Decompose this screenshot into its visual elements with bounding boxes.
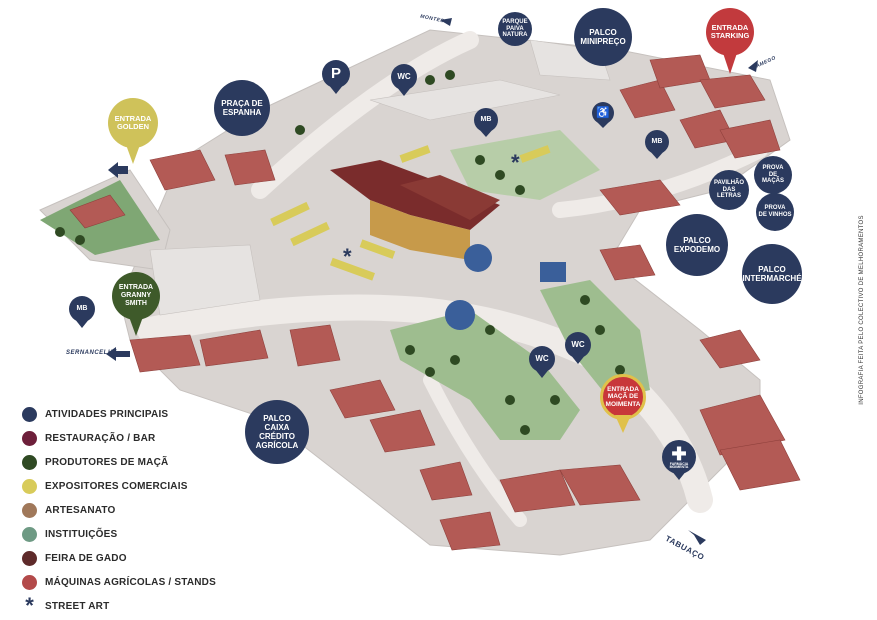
central-building-wall [370,200,470,260]
legend-label: EXPOSITORES COMERCIAIS [45,480,188,492]
prova-macas-label[interactable]: PROVA DE MAÇÃS [754,156,792,194]
north-road [251,31,479,199]
legend-label: PRODUTORES DE MAÇÃ [45,456,169,468]
accessibility-icon: ♿ [592,102,614,124]
legend-label: RESTAURAÇÃO / BAR [45,432,156,444]
legend-swatch [22,526,37,542]
pavilhao-letras-label[interactable]: PAVILHÃO DAS LETRAS [709,170,749,210]
entrada-starking-label: ENTRADA STARKING [706,8,754,56]
wc-label: WC [565,332,591,358]
farmacia-head: ✚ FARMÁCIA MOIMENTA [662,440,696,474]
parque-paiva-natura-label[interactable]: PARQUE PAIVA NATURA [498,12,532,46]
south-road [423,373,527,527]
entrada-moimenta-label: ENTRADA MAÇÃ DE MOIMENTA [600,374,646,420]
legend-swatch [22,430,37,446]
legend-label: ATIVIDADES PRINCIPAIS [45,408,169,420]
palco-intermarche-label[interactable]: PALCO INTERMARCHÉ [742,244,802,304]
legend-swatch [22,574,37,590]
pin-tail [534,368,550,378]
pin-tail [595,120,611,128]
pin-tail [74,318,90,328]
entrada-granny-label: ENTRADA GRANNY SMITH [112,272,160,320]
garden-north [450,130,600,200]
pin-tail [649,150,665,159]
pin-tail [396,86,412,96]
palco-minipreco-label[interactable]: PALCO MINIPREÇO [574,8,632,66]
trees [55,70,625,435]
legend-label: FEIRA DE GADO [45,552,127,564]
legend-item-feira-gado: FEIRA DE GADO [22,550,127,566]
legend-item-produtores: PRODUTORES DE MAÇÃ [22,454,168,470]
garden-south [390,310,580,440]
legend-label: ARTESANATO [45,504,116,516]
yellow-stalls [270,145,551,281]
svg-text:*: * [343,244,352,269]
legend-swatch [22,502,37,518]
asterisk-icon: * [25,593,34,618]
pin-tail [722,50,738,74]
legend-label: MÁQUINAS AGRÍCOLAS / STANDS [45,576,216,588]
legend-item-maquinas: MÁQUINAS AGRÍCOLAS / STANDS [22,574,216,590]
pin-tail [570,354,586,364]
wc-label: WC [529,346,555,372]
credit-text: INFOGRAFIA FEITA PELO COLECTIVO DE MELHO… [859,215,865,405]
parking-label: P [322,60,350,88]
road-label-sernancelhe: SERNANCELHE [66,350,118,356]
legend-item-restauracao: RESTAURAÇÃO / BAR [22,430,155,446]
prova-vinhos-label[interactable]: PROVA DE VINHOS [756,193,794,231]
legend-item-street-art: * STREET ART [22,593,110,618]
mb-label: MB [69,296,95,322]
road-arrows [106,18,758,545]
legend-swatch [22,550,37,566]
dome-expodemo [464,244,492,272]
main-road [137,294,713,513]
farmacia-label: FARMÁCIA MOIMENTA [669,461,689,469]
legend-item-artesanato: ARTESANATO [22,502,116,518]
pin-tail [125,142,141,164]
praca-espanha-label[interactable]: PRAÇA DE ESPANHA [214,80,270,136]
tent-intermarche [540,262,566,282]
legend-swatch [22,478,37,494]
palco-caixa-label[interactable]: PALCO CAIXA CRÉDITO AGRÍCOLA [245,400,309,464]
pin-tail [615,415,631,433]
legend-item-atividades: ATIVIDADES PRINCIPAIS [22,406,168,422]
legend-item-expositores: EXPOSITORES COMERCIAIS [22,478,188,494]
pin-tail [128,314,144,336]
palco-expodemo-label[interactable]: PALCO EXPODEMO [666,214,728,276]
houses [69,54,801,551]
pin-tail [671,470,687,480]
entrada-golden-label: ENTRADA GOLDEN [108,98,158,148]
pharmacy-cross-icon: ✚ [671,443,687,464]
legend-label: STREET ART [45,600,110,612]
legend-item-instituicoes: INSTITUIÇÕES [22,526,117,542]
legend-swatch [22,454,37,470]
svg-text:*: * [511,150,520,175]
pin-tail [328,84,344,94]
central-building-roof-2 [400,175,500,220]
pin-tail [478,128,494,137]
wc-label: WC [391,64,417,90]
dome-caixa [445,300,475,330]
legend-label: INSTITUIÇÕES [45,528,118,540]
street-art-markers: * * [343,150,520,269]
legend-swatch [22,406,37,422]
